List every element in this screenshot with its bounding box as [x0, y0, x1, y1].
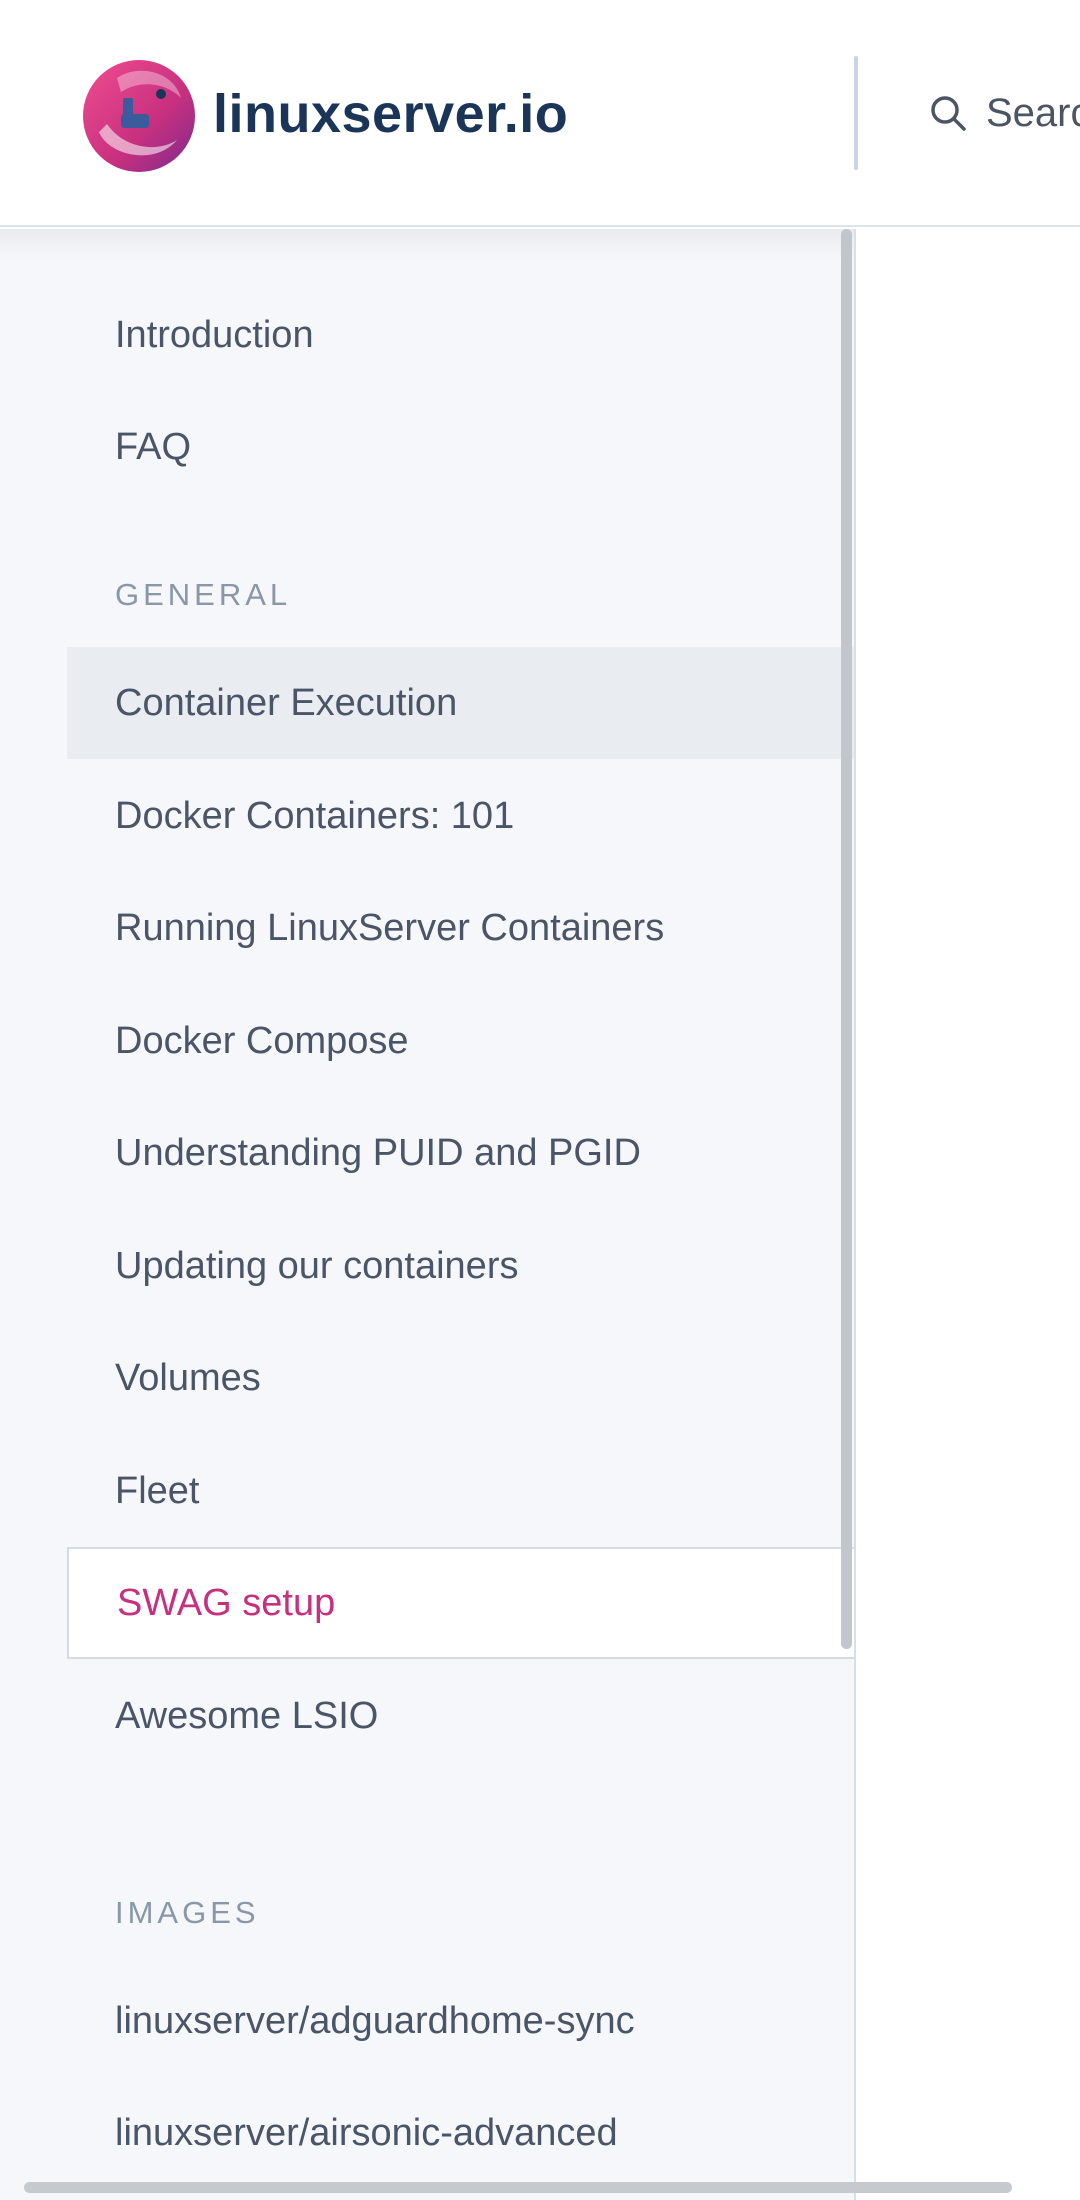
linuxserver-logo-icon — [83, 60, 195, 172]
sidebar-item-adguardhome-sync[interactable]: linuxserver/adguardhome-sync — [115, 1999, 635, 2042]
search-icon — [931, 96, 966, 131]
search-label: Searc — [986, 90, 1080, 135]
section-title-images: IMAGES — [115, 1895, 260, 1930]
logo-text: linuxserver.io — [213, 84, 569, 144]
sidebar-item-volumes[interactable]: Volumes — [115, 1356, 261, 1399]
sidebar-item-docker-containers-101[interactable]: Docker Containers: 101 — [115, 794, 515, 837]
header-divider — [854, 56, 858, 170]
section-title-general: GENERAL — [115, 577, 292, 612]
horizontal-scrollbar[interactable] — [24, 2182, 1012, 2193]
top-header: linuxserver.io Searc — [0, 0, 1080, 227]
sidebar-nav: Introduction FAQ GENERAL Container Execu… — [0, 229, 856, 2200]
sidebar-item-faq[interactable]: FAQ — [115, 425, 192, 468]
sidebar-item-airsonic-advanced[interactable]: linuxserver/airsonic-advanced — [115, 2111, 618, 2154]
search-button[interactable]: Searc — [928, 88, 1080, 138]
sidebar-item-swag-setup[interactable]: SWAG setup — [67, 1547, 854, 1659]
sidebar-shadow — [0, 229, 854, 259]
sidebar-item-running-linuxserver-containers[interactable]: Running LinuxServer Containers — [115, 906, 665, 949]
sidebar-item-updating-containers[interactable]: Updating our containers — [115, 1244, 519, 1287]
sidebar-scrollbar[interactable] — [841, 229, 852, 1649]
sidebar-item-introduction[interactable]: Introduction — [115, 313, 314, 356]
sidebar-item-container-execution[interactable]: Container Execution — [67, 647, 854, 759]
sidebar-item-docker-compose[interactable]: Docker Compose — [115, 1019, 409, 1062]
site-logo[interactable]: linuxserver.io — [77, 54, 568, 174]
sidebar-item-puid-pgid[interactable]: Understanding PUID and PGID — [115, 1131, 641, 1174]
sidebar-item-awesome-lsio[interactable]: Awesome LSIO — [115, 1694, 379, 1737]
sidebar-item-fleet[interactable]: Fleet — [115, 1469, 200, 1512]
